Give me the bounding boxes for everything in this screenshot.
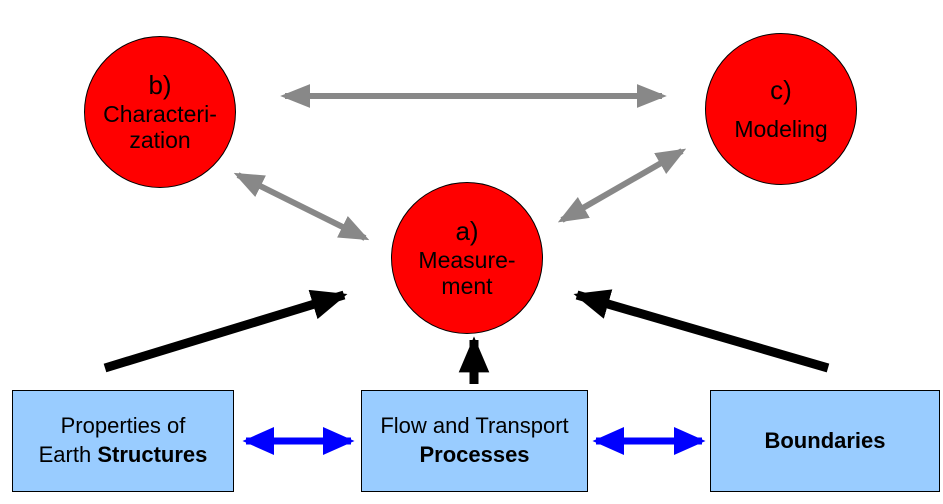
flow-and-transport-processes-box: Flow and Transport Processes (361, 390, 588, 492)
arrow-modeling-measurement (557, 148, 687, 223)
measurement-node: a) Measure- ment (391, 182, 543, 334)
properties-label-line2: Earth Structures (39, 441, 208, 470)
properties-label-line1: Properties of (60, 413, 186, 439)
flow-label-line2: Processes (419, 442, 530, 467)
characterization-label-line2: zation (129, 126, 191, 153)
boundaries-label: Boundaries (764, 427, 886, 453)
characterization-letter: b) (148, 69, 172, 100)
modeling-letter: c) (770, 74, 792, 105)
arrow-properties-to-measurement (103, 289, 348, 373)
boundaries-box: Boundaries (710, 390, 940, 492)
characterization-label-line1: Characteri- (103, 100, 217, 127)
arrow-boundaries-to-measurement (573, 289, 830, 373)
properties-label-bold: Structures (97, 442, 208, 467)
measurement-label-line2: ment (441, 272, 493, 299)
arrow-characterization-measurement (233, 172, 370, 241)
flow-label-line1: Flow and Transport (380, 413, 569, 439)
modeling-node: c) Modeling (705, 33, 857, 185)
measurement-letter: a) (455, 215, 479, 246)
properties-label-plain: Earth (38, 442, 98, 467)
measurement-label-line1: Measure- (418, 246, 516, 273)
modeling-label: Modeling (734, 115, 828, 142)
characterization-node: b) Characteri- zation (84, 36, 236, 188)
properties-of-earth-structures-box: Properties of Earth Structures (12, 390, 234, 492)
